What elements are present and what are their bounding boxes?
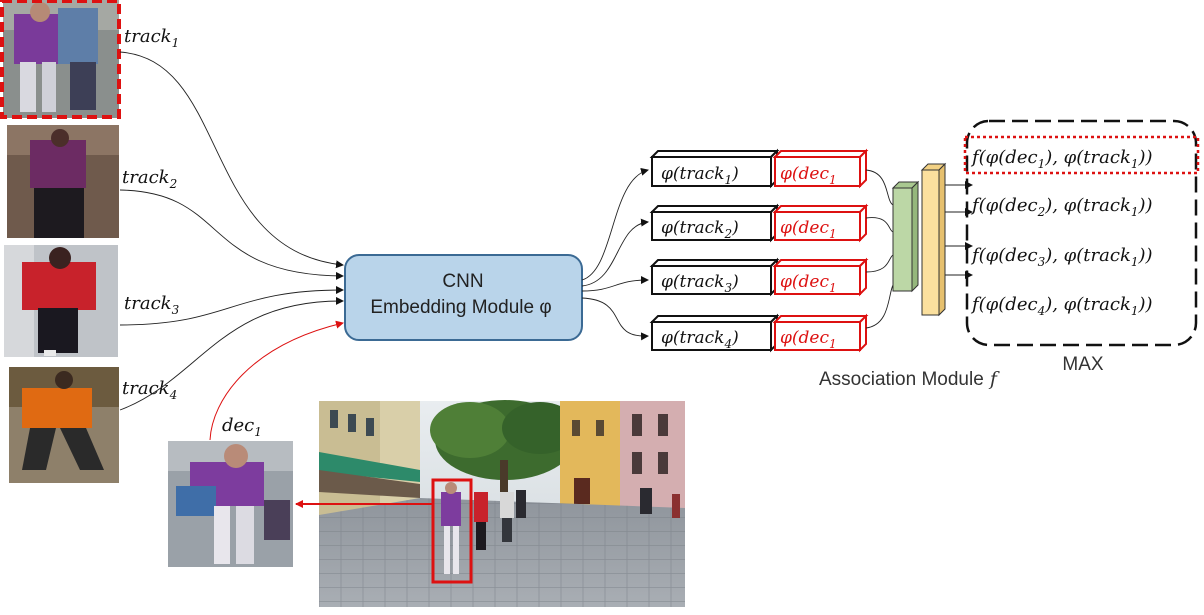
detection-label: dec1: [222, 415, 262, 439]
track-label-4: track4: [122, 378, 177, 402]
track-label-2: track2: [122, 167, 177, 191]
svg-text:f(φ(dec2), φ(track1)): f(φ(dec2), φ(track1)): [970, 195, 1153, 219]
embedding-arrows: [581, 167, 649, 341]
svg-text:f(φ(dec3), φ(track1)): f(φ(dec3), φ(track1)): [970, 245, 1153, 269]
track-crop-4: [9, 367, 119, 483]
embedding-row-4: φ(track4) φ(dec1: [649, 313, 869, 353]
detection-arrow: [209, 320, 344, 441]
output-item-4: f(φ(dec4), φ(track1)): [970, 294, 1153, 318]
track-crop-2: [7, 125, 119, 238]
embedding-row-2: φ(track2) φ(dec1: [649, 203, 869, 243]
track-crop-1: [0, 0, 121, 119]
svg-text:f(φ(dec4), φ(track1)): f(φ(dec4), φ(track1)): [970, 294, 1153, 318]
svg-text:track4: track4: [122, 378, 177, 402]
svg-text:φ(dec1: φ(dec1: [780, 328, 837, 351]
cnn-subtitle: Embedding Module φ: [370, 297, 551, 318]
svg-text:φ(track3): φ(track3): [661, 272, 739, 295]
street-scene-image: [319, 400, 685, 607]
output-item-1: f(φ(dec1), φ(track1)): [970, 147, 1153, 171]
output-item-3: f(φ(dec3), φ(track1)): [970, 245, 1153, 269]
svg-text:φ(track4): φ(track4): [661, 328, 739, 351]
association-label: Association Module f: [819, 368, 1000, 390]
svg-text:φ(track2): φ(track2): [661, 218, 739, 241]
track-crop-3: [4, 245, 118, 357]
max-label: MAX: [1062, 354, 1104, 375]
svg-text:φ(dec1: φ(dec1: [780, 272, 837, 295]
association-connectors: [865, 169, 894, 329]
track-arrows: [119, 51, 344, 411]
svg-text:f(φ(dec1), φ(track1)): f(φ(dec1), φ(track1)): [970, 147, 1153, 171]
embedding-row-1: φ(track1) φ(dec1: [649, 148, 869, 189]
track-label-3: track3: [124, 293, 180, 317]
cnn-title: CNN: [442, 271, 483, 292]
svg-text:φ(dec1: φ(dec1: [780, 218, 837, 241]
embedding-row-3: φ(track3) φ(dec1: [649, 257, 869, 297]
cnn-embedding-module: CNN Embedding Module φ: [344, 254, 583, 341]
association-module: [891, 162, 947, 317]
svg-text:dec1: dec1: [222, 415, 262, 439]
detection-bounding-box: [431, 478, 473, 584]
svg-text:φ(track1): φ(track1): [661, 164, 739, 187]
svg-text:track3: track3: [124, 293, 180, 317]
detection-crop: [168, 441, 293, 567]
selected-output-highlight: [963, 135, 1200, 175]
output-item-2: f(φ(dec2), φ(track1)): [970, 195, 1153, 219]
svg-text:track1: track1: [124, 26, 179, 50]
svg-text:Association Module f: Association Module f: [819, 368, 1000, 390]
svg-text:track2: track2: [122, 167, 177, 191]
max-group-box: [965, 119, 1198, 347]
track-label-1: track1: [124, 26, 179, 50]
svg-text:φ(dec1: φ(dec1: [780, 164, 837, 187]
